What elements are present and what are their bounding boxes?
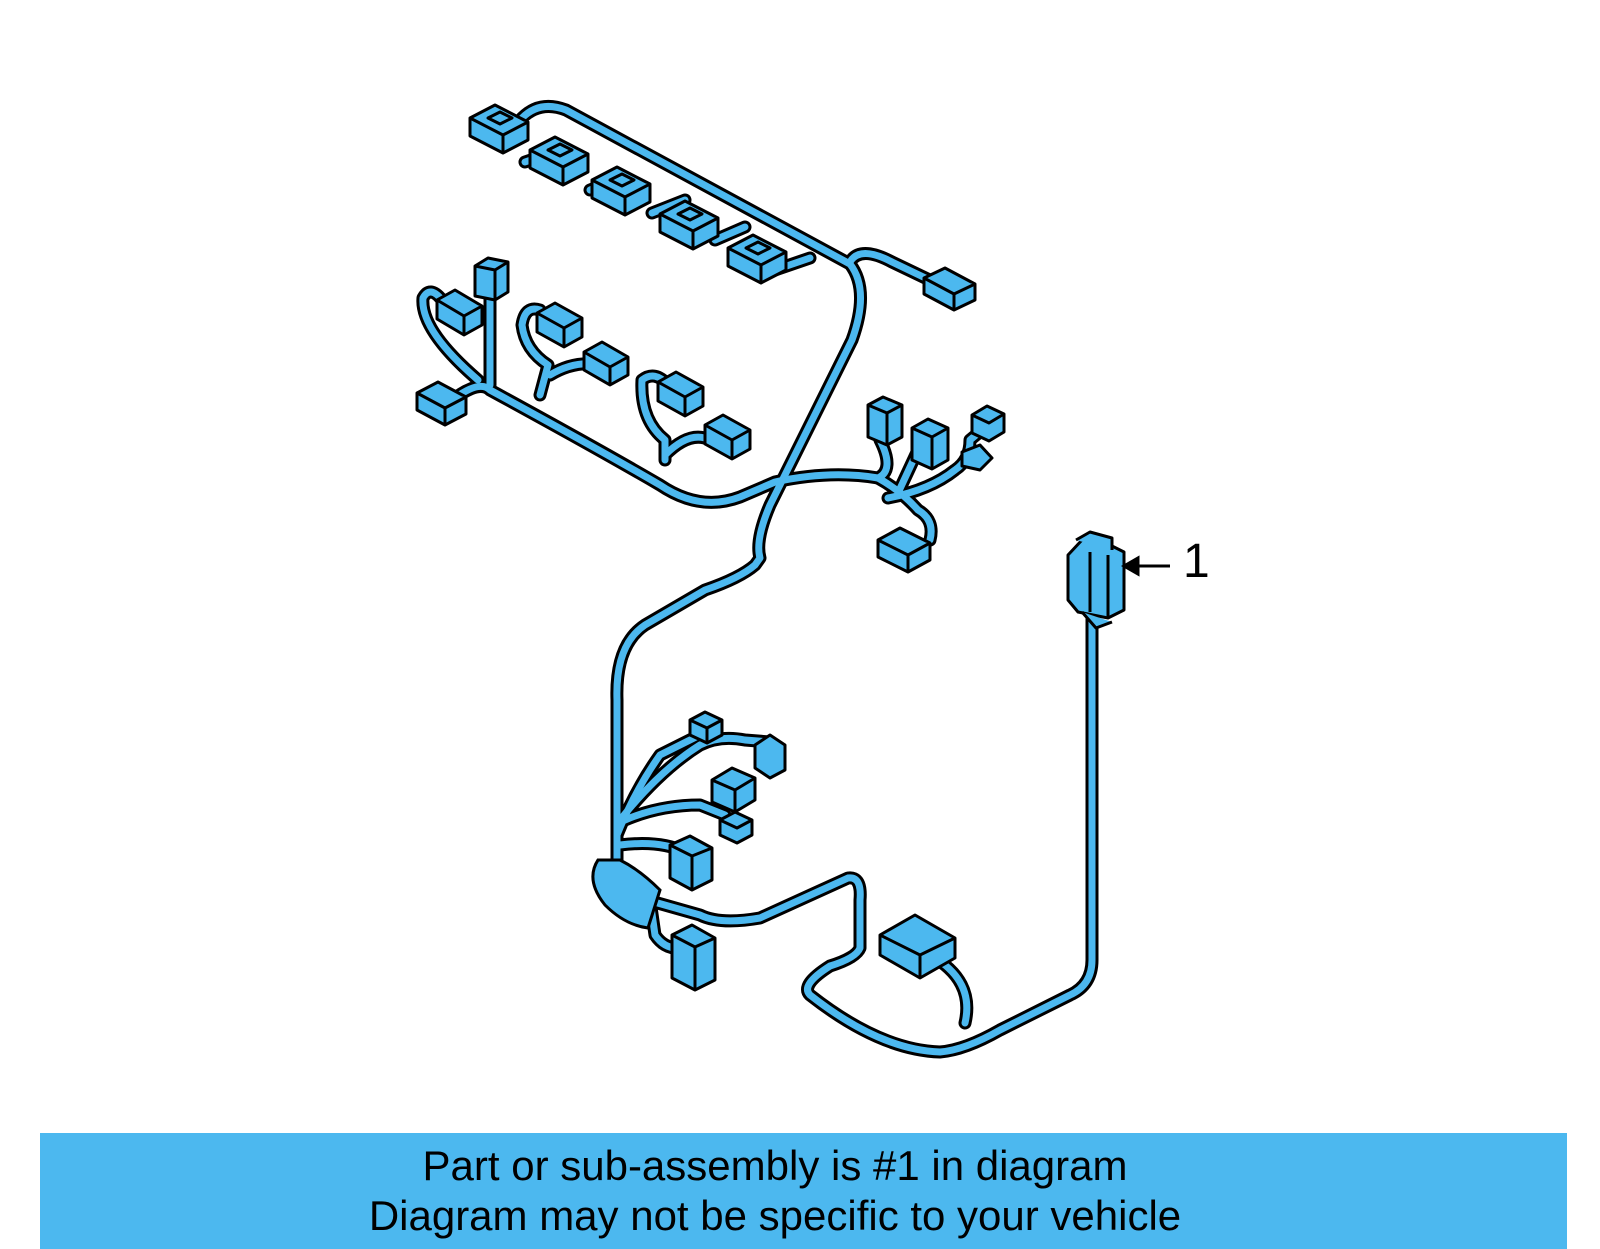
- connector-top-3: [590, 165, 652, 217]
- connector-right-c: [960, 404, 1006, 472]
- connector-low-a: [688, 710, 724, 745]
- connector-top-5: [726, 233, 788, 285]
- connector-top-2: [528, 135, 590, 187]
- connector-low-c: [710, 766, 757, 814]
- connector-mid-d: [535, 301, 584, 349]
- connector-top-4: [658, 199, 720, 251]
- connector-mid-f: [656, 370, 705, 418]
- connector-low-f: [670, 923, 717, 992]
- connector-obd: [878, 913, 957, 980]
- connector-mid-c: [415, 380, 468, 427]
- connector-mid-g: [703, 413, 752, 461]
- connector-mid-e: [582, 340, 630, 387]
- connectors: [415, 103, 1126, 992]
- connector-top-6: [922, 266, 977, 312]
- part-1-connector: [1066, 530, 1126, 630]
- connector-low-d: [718, 810, 754, 845]
- connector-right-b: [910, 417, 950, 471]
- harness-sleeve: [591, 858, 662, 930]
- banner-line-2: Diagram may not be specific to your vehi…: [368, 1192, 1182, 1239]
- connector-right-a: [866, 395, 904, 447]
- connector-low-b: [753, 733, 787, 780]
- connector-top-1: [468, 103, 530, 155]
- connector-mid-a: [473, 256, 510, 302]
- banner-line-1: Part or sub-assembly is #1 in diagram: [422, 1142, 1128, 1189]
- connector-mid-b: [435, 288, 484, 337]
- callout-label: 1: [1183, 535, 1210, 588]
- connector-right-d: [876, 526, 932, 574]
- connector-low-e: [668, 834, 714, 892]
- callout-arrow: [1120, 555, 1170, 577]
- info-banner: Part or sub-assembly is #1 in diagram Di…: [40, 1133, 1567, 1249]
